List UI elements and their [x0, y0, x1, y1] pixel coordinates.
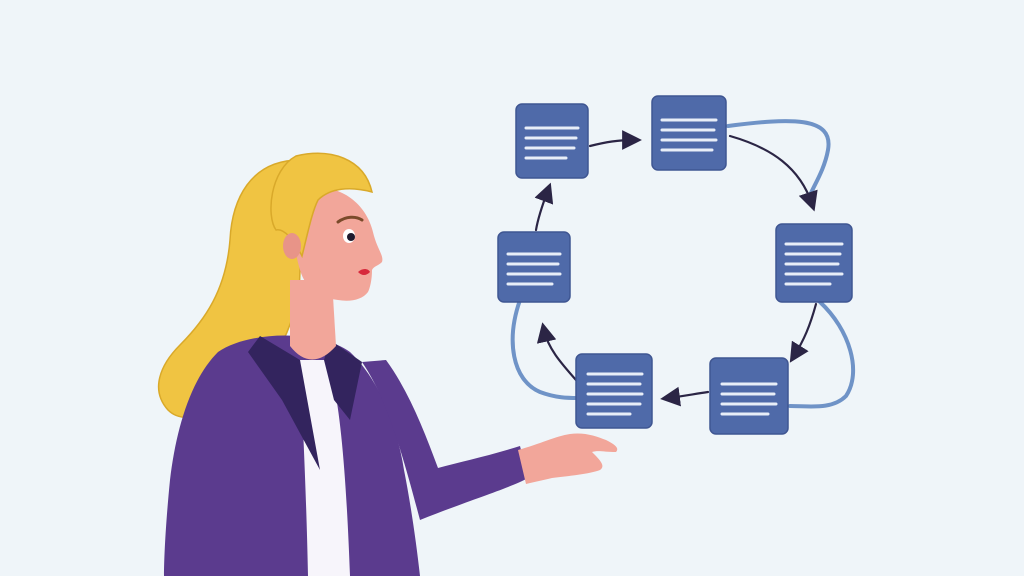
arrow-n2-n3	[728, 134, 818, 212]
node-n1	[515, 103, 589, 179]
pupil	[347, 233, 355, 241]
lips	[358, 269, 370, 275]
jacket-body	[164, 335, 420, 576]
link-bottom-right	[788, 300, 856, 409]
arrow-n1-n2	[588, 130, 642, 150]
node-n6	[497, 231, 571, 303]
node-n4	[709, 357, 789, 435]
shirt	[300, 360, 350, 576]
document-icon	[720, 382, 778, 416]
jacket-sleeve	[362, 360, 528, 520]
lapel-left	[248, 336, 320, 470]
arrow-n6-n1	[534, 182, 554, 232]
document-icon	[524, 126, 580, 160]
hand	[518, 433, 618, 484]
arrow-n5-n6	[536, 322, 578, 382]
document-icon	[506, 252, 562, 286]
lapel-right	[324, 340, 362, 420]
link-bottom-left	[510, 298, 580, 400]
document-icon	[784, 242, 844, 286]
secondary-links	[510, 119, 856, 409]
node-n5	[575, 353, 653, 429]
node-n2	[651, 95, 727, 171]
arrow-n3-n4	[789, 302, 818, 363]
eyebrow	[336, 215, 364, 224]
document-icon	[586, 372, 644, 416]
node-n3	[775, 223, 853, 303]
presenter-figure	[157, 152, 618, 576]
diagram-nodes	[497, 95, 853, 435]
ear	[283, 233, 301, 259]
hair-front	[270, 152, 374, 259]
document-icon	[660, 118, 718, 152]
link-top-right	[726, 119, 831, 202]
cycle-arrows	[534, 130, 818, 407]
neck	[290, 280, 336, 360]
arrow-n4-n5	[660, 386, 710, 407]
